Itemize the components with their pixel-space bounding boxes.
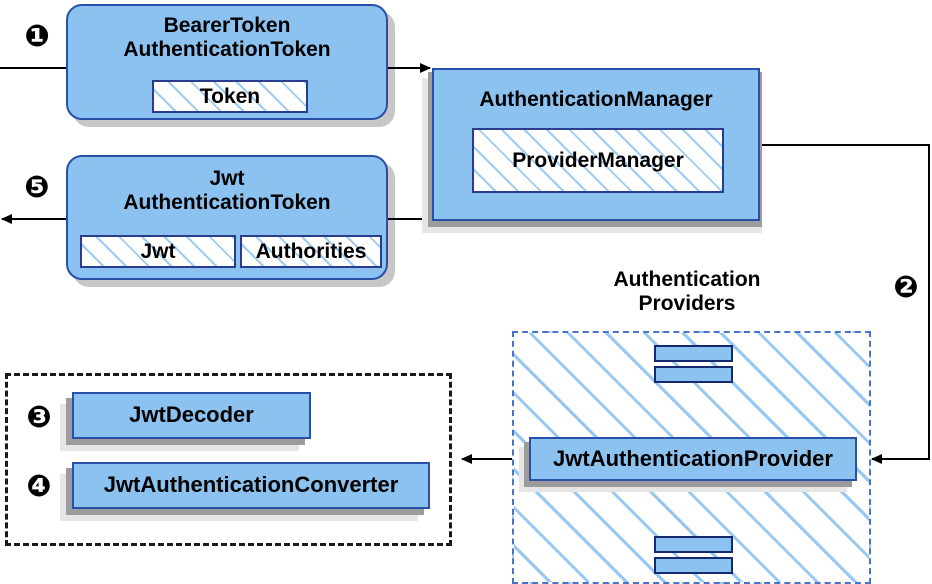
bearer-token-label: BearerToken AuthenticationToken (123, 14, 331, 61)
step-marker-1: ❶ (24, 19, 50, 54)
group-jwt-support (5, 373, 452, 546)
step-marker-3: ❸ (26, 400, 52, 435)
step-marker-4: ❹ (26, 469, 52, 504)
inner-jwt-label: Jwt (140, 239, 176, 263)
provider-bar-bottom-2 (654, 557, 733, 574)
inner-token[interactable]: Token (152, 80, 308, 113)
step-marker-5: ❺ (24, 170, 50, 205)
inner-provider-manager-label: ProviderManager (512, 148, 684, 172)
step-marker-2: ❷ (893, 270, 919, 305)
inner-provider-manager[interactable]: ProviderManager (472, 128, 724, 193)
authentication-manager-label: AuthenticationManager (479, 88, 713, 111)
jwt-authentication-converter-label: JwtAuthenticationConverter (103, 472, 399, 498)
node-authentication-manager[interactable]: AuthenticationManager ProviderManager (432, 68, 760, 221)
inner-token-label: Token (199, 84, 261, 108)
authentication-providers-caption: Authentication Providers (613, 268, 761, 316)
node-jwt-authentication-token[interactable]: Jwt AuthenticationToken Jwt Authorities (66, 155, 388, 280)
provider-bar-top-1 (654, 345, 733, 362)
inner-jwt[interactable]: Jwt (80, 235, 236, 268)
node-jwt-decoder[interactable]: JwtDecoder (72, 392, 311, 439)
provider-bar-top-2 (654, 366, 733, 383)
jwt-authentication-provider-label: JwtAuthenticationProvider (553, 445, 833, 471)
node-bearer-token-authentication-token[interactable]: BearerToken AuthenticationToken Token (66, 4, 388, 120)
node-jwt-authentication-provider[interactable]: JwtAuthenticationProvider (529, 437, 857, 481)
jwt-decoder-label: JwtDecoder (129, 402, 254, 428)
provider-bar-bottom-1 (654, 536, 733, 553)
inner-authorities-label: Authorities (255, 239, 367, 263)
jwt-authentication-token-label: Jwt AuthenticationToken (123, 167, 331, 214)
node-jwt-authentication-converter[interactable]: JwtAuthenticationConverter (72, 462, 430, 509)
inner-authorities[interactable]: Authorities (240, 235, 382, 268)
